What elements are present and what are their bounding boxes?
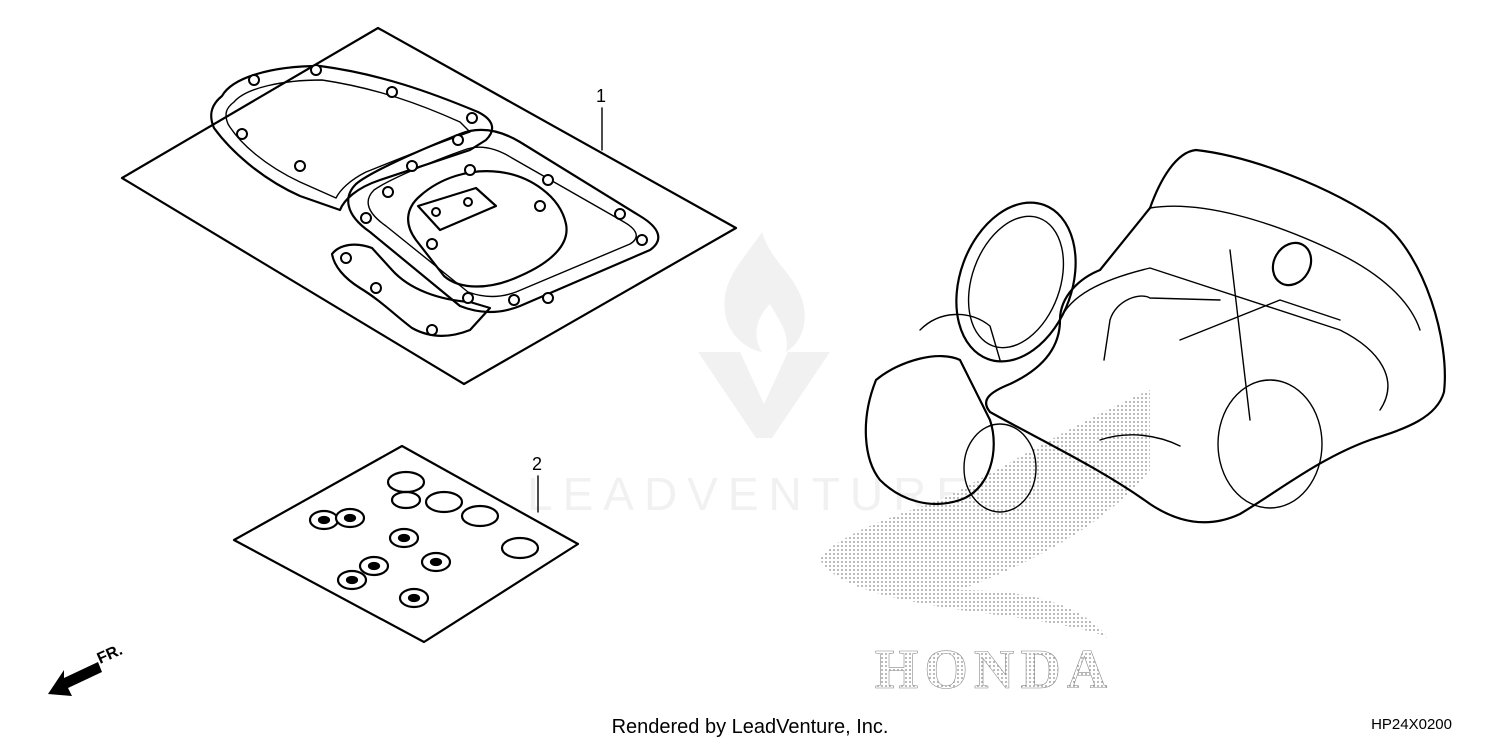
watermark-text: LEADVENTURE	[527, 468, 977, 520]
callout-1-label[interactable]: 1	[596, 86, 606, 106]
front-arrow-icon	[48, 662, 102, 696]
oil-cap-circle	[1271, 241, 1313, 287]
honda-wing-logo: HONDA	[820, 390, 1150, 701]
front-label: FR.	[95, 642, 125, 668]
watermark-flame-icon	[724, 232, 805, 352]
bolt-holes	[236, 64, 648, 336]
part-1-gasket-kit[interactable]: 1	[120, 26, 738, 386]
side-cover-circle	[1217, 379, 1323, 509]
part-2-seal-kit[interactable]: 2	[232, 444, 580, 644]
gasket-sheet-1	[120, 26, 738, 386]
front-direction-indicator: FR.	[48, 642, 125, 696]
intake-pipe	[864, 355, 995, 505]
cover-gasket	[347, 128, 660, 314]
inner-gasket	[407, 170, 568, 288]
o-rings	[386, 470, 540, 560]
small-plate-gasket	[416, 186, 498, 232]
callout-2-label[interactable]: 2	[532, 454, 542, 474]
engine-illustration	[864, 148, 1446, 524]
oil-pan-gasket	[330, 243, 492, 337]
diagram-code: HP24X0200	[1371, 716, 1452, 733]
honda-wordmark: HONDA	[875, 639, 1113, 701]
cylinder-head-circle	[955, 201, 1077, 363]
footer-credit: Rendered by LeadVenture, Inc.	[611, 716, 889, 738]
engine-case-outline	[985, 148, 1446, 524]
crankcase-gasket	[210, 64, 494, 212]
seal-caps	[308, 507, 452, 609]
gasket-sheet-2	[232, 444, 580, 644]
watermark-v-icon	[698, 352, 830, 438]
watermark: LEADVENTURE	[527, 232, 977, 520]
